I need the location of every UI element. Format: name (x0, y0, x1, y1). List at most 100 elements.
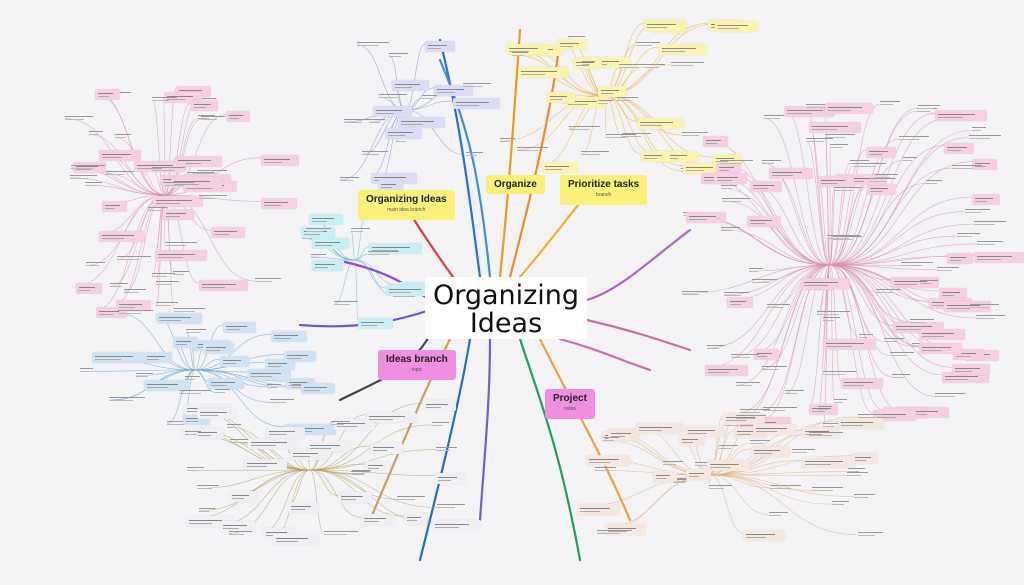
leaf-node[interactable] (918, 328, 965, 340)
leaf-node[interactable] (685, 212, 726, 224)
leaf-node[interactable] (369, 442, 403, 454)
leaf-node[interactable] (194, 428, 225, 440)
leaf-node[interactable] (918, 342, 962, 354)
leaf-node[interactable] (76, 282, 103, 294)
leaf-node[interactable] (971, 194, 1001, 206)
leaf-node[interactable] (715, 162, 742, 174)
leaf-node[interactable] (273, 534, 319, 546)
leaf-node[interactable] (270, 331, 308, 343)
leaf-node[interactable] (207, 378, 244, 390)
leaf-node[interactable] (841, 378, 883, 390)
leaf-node[interactable] (517, 66, 569, 78)
leaf-node[interactable] (974, 252, 1024, 264)
leaf-node[interactable] (685, 468, 711, 480)
leaf-node[interactable] (607, 429, 639, 441)
leaf-node[interactable] (972, 158, 997, 170)
leaf-node[interactable] (946, 253, 974, 265)
leaf-node[interactable] (784, 106, 835, 118)
leaf-node[interactable] (712, 154, 742, 166)
leaf-node[interactable] (264, 359, 295, 371)
leaf-node[interactable] (452, 97, 501, 109)
leaf-node[interactable] (817, 175, 855, 187)
leaf-node[interactable] (824, 103, 874, 115)
leaf-node[interactable] (203, 343, 235, 355)
central-topic-node[interactable]: Organizing Ideas (425, 277, 587, 339)
leaf-node[interactable] (636, 422, 684, 434)
leaf-node[interactable] (557, 38, 587, 50)
leaf-node[interactable] (604, 524, 647, 536)
leaf-node[interactable] (312, 237, 349, 249)
leaf-node[interactable] (162, 208, 195, 220)
leaf-node[interactable] (95, 88, 121, 100)
leaf-node[interactable] (585, 455, 630, 467)
leaf-node[interactable] (750, 445, 790, 457)
leaf-node[interactable] (397, 116, 446, 128)
leaf-node[interactable] (683, 163, 723, 175)
leaf-node[interactable] (808, 122, 861, 134)
leaf-node[interactable] (369, 243, 422, 255)
leaf-node[interactable] (542, 161, 579, 173)
leaf-node[interactable] (378, 179, 403, 191)
leaf-node[interactable] (707, 460, 750, 472)
leaf-node[interactable] (290, 448, 328, 460)
leaf-node[interactable] (425, 41, 455, 53)
leaf-node[interactable] (838, 418, 884, 430)
leaf-node[interactable] (750, 181, 783, 193)
leaf-node[interactable] (715, 20, 759, 32)
leaf-node[interactable] (726, 297, 753, 309)
leaf-node[interactable] (754, 348, 779, 360)
leaf-node[interactable] (801, 277, 851, 289)
leaf-node[interactable] (801, 457, 856, 469)
leaf-node[interactable] (572, 57, 602, 69)
leaf-node[interactable] (641, 151, 670, 163)
leaf-node[interactable] (422, 400, 457, 412)
leaf-node[interactable] (183, 413, 211, 425)
leaf-node[interactable] (705, 365, 749, 377)
leaf-node[interactable] (307, 441, 352, 453)
leaf-node[interactable] (98, 231, 145, 243)
leaf-node[interactable] (734, 427, 766, 439)
leaf-node[interactable] (658, 44, 708, 56)
leaf-node[interactable] (951, 364, 990, 376)
leaf-node[interactable] (337, 492, 373, 504)
leaf-node[interactable] (434, 472, 466, 484)
leaf-node[interactable] (577, 503, 621, 515)
leaf-node[interactable] (944, 300, 991, 312)
leaf-node[interactable] (714, 172, 747, 184)
leaf-node[interactable] (746, 215, 781, 227)
leaf-node[interactable] (222, 321, 256, 333)
leaf-node[interactable] (891, 276, 939, 288)
leaf-node[interactable] (173, 336, 199, 348)
leaf-node[interactable] (547, 92, 575, 104)
leaf-node[interactable] (186, 516, 234, 528)
leaf-node[interactable] (822, 339, 877, 351)
leaf-node[interactable] (685, 426, 725, 438)
leaf-node[interactable] (261, 198, 298, 210)
leaf-node[interactable] (643, 20, 687, 32)
leaf-node[interactable] (285, 378, 315, 390)
leaf-node[interactable] (229, 490, 257, 502)
leaf-node[interactable] (260, 154, 300, 166)
leaf-node[interactable] (248, 437, 300, 449)
leaf-node[interactable] (143, 380, 189, 392)
leaf-node[interactable] (308, 213, 343, 225)
leaf-node[interactable] (565, 96, 608, 108)
leaf-node[interactable] (243, 458, 288, 470)
leaf-node[interactable] (361, 514, 395, 526)
leaf-node[interactable] (266, 426, 305, 438)
leaf-node[interactable] (311, 259, 343, 271)
leaf-node[interactable] (220, 356, 249, 368)
leaf-node[interactable] (73, 161, 107, 173)
leaf-node[interactable] (143, 352, 173, 364)
leaf-node[interactable] (952, 348, 985, 360)
leaf-node[interactable] (197, 408, 237, 420)
leaf-node[interactable] (893, 322, 944, 334)
leaf-node[interactable] (91, 352, 146, 364)
leaf-node[interactable] (133, 160, 186, 172)
leaf-node[interactable] (263, 528, 296, 540)
leaf-node[interactable] (99, 149, 142, 161)
leaf-node[interactable] (865, 147, 897, 159)
